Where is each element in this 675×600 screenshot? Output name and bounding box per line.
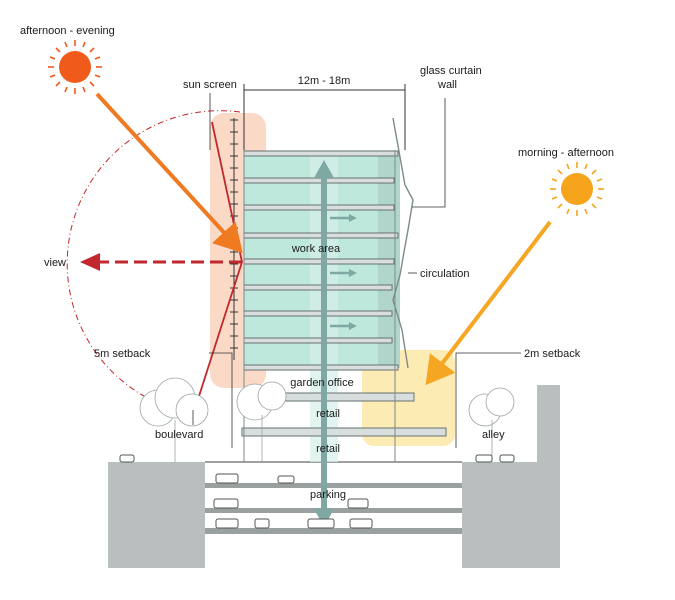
label-boulevard: boulevard — [155, 429, 203, 441]
afternoon-sun-ray — [95, 92, 243, 253]
label-circulation: circulation — [420, 268, 470, 280]
label-sun-screen: sun screen — [183, 79, 237, 91]
parking-level-2 — [205, 508, 462, 513]
airflow-arrows — [330, 214, 357, 330]
label-afternoon-evening: afternoon - evening — [20, 25, 115, 37]
label-width-dimension: 12m - 18m — [298, 75, 351, 87]
label-work-area: work area — [291, 243, 341, 255]
trees — [139, 377, 515, 462]
morning-sun-icon — [550, 162, 604, 216]
label-parking: parking — [310, 489, 346, 501]
label-5m-setback: 5m setback — [94, 348, 151, 360]
label-glass-curtain-wall-2: wall — [437, 79, 457, 91]
ground-section — [108, 385, 560, 568]
label-view: view — [44, 257, 66, 269]
view-arc — [66, 110, 241, 416]
leader-lines — [192, 93, 521, 448]
label-garden-office: garden office — [290, 377, 353, 389]
label-retail-upper: retail — [316, 408, 340, 420]
parking-level-1 — [205, 483, 462, 488]
parking-void — [205, 462, 462, 530]
glass-curtain-wall — [392, 117, 414, 369]
label-2m-setback: 2m setback — [524, 348, 581, 360]
cars — [119, 454, 515, 529]
afternoon-sun-icon — [48, 40, 102, 94]
label-morning-afternoon: morning - afternoon — [518, 147, 614, 159]
parking-floor — [205, 528, 462, 534]
label-glass-curtain-wall-1: glass curtain — [420, 65, 482, 77]
width-dimension — [243, 84, 406, 150]
label-retail-lower: retail — [316, 443, 340, 455]
morning-sun-ray — [425, 220, 552, 386]
view-arrow — [80, 253, 242, 271]
label-alley: alley — [482, 429, 505, 441]
vertical-circulation-arrow — [314, 160, 334, 527]
